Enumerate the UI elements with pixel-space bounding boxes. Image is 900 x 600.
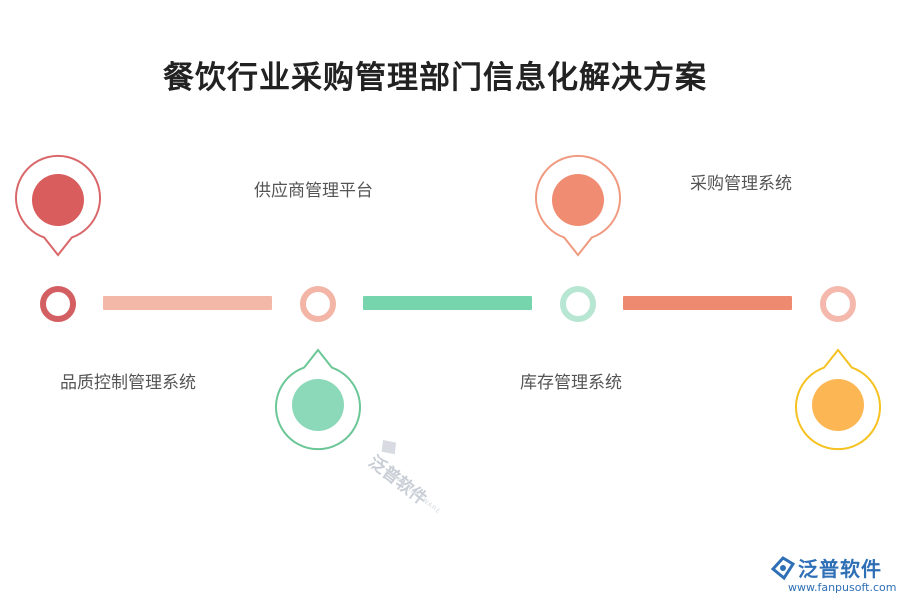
pin-3-dot [552, 174, 604, 226]
map-pin-4 [795, 348, 881, 451]
connector-bar-2 [363, 296, 532, 310]
watermark-logo-icon [381, 440, 397, 455]
brand-url: www.fanpusoft.com [788, 581, 897, 594]
timeline-node-3 [560, 286, 596, 322]
timeline-node-4 [820, 286, 856, 322]
map-pin-1 [15, 154, 101, 257]
pin-4-dot [812, 379, 864, 431]
step-label-2: 供应商管理平台 [254, 181, 373, 201]
map-pin-3 [535, 154, 621, 257]
connector-bar-1 [103, 296, 272, 310]
step-label-4: 采购管理系统 [690, 174, 792, 194]
connector-bar-3 [623, 296, 792, 310]
pin-1-dot [32, 174, 84, 226]
timeline-node-2 [300, 286, 336, 322]
brand-name: 泛普软件 [798, 557, 882, 581]
brand-logo: 泛普软件 www.fanpusoft.com [770, 553, 897, 598]
page-title: 餐饮行业采购管理部门信息化解决方案 [163, 60, 707, 96]
pin-2-dot [292, 379, 344, 431]
timeline-node-1 [40, 286, 76, 322]
fanpu-logo-icon [770, 556, 796, 581]
map-pin-2 [275, 348, 361, 451]
step-label-3: 库存管理系统 [520, 373, 622, 393]
step-label-1: 品质控制管理系统 [60, 373, 196, 393]
